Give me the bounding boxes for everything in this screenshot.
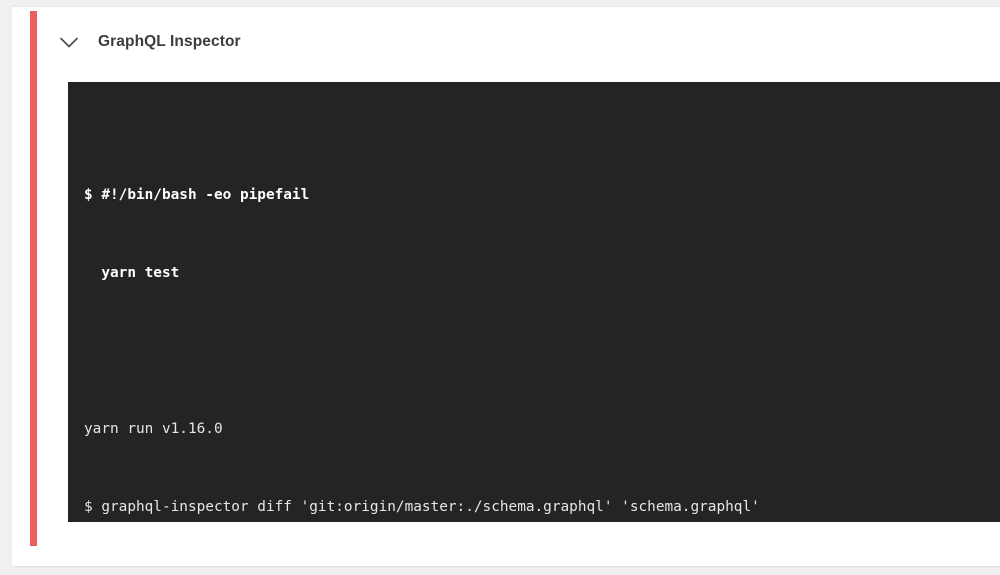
terminal-line: yarn run v1.16.0: [84, 421, 223, 437]
step-header-toggle[interactable]: GraphQL Inspector: [56, 21, 241, 63]
terminal-output[interactable]: $ #!/bin/bash -eo pipefail yarn test yar…: [68, 82, 1000, 522]
terminal-line: yarn test: [84, 265, 180, 281]
terminal-line-blank: [84, 338, 1000, 364]
page-title: GraphQL Inspector: [98, 33, 241, 50]
terminal-line: $ #!/bin/bash -eo pipefail: [84, 187, 310, 203]
step-status-accent-bar: [30, 11, 37, 546]
card-bottom-divider: [12, 566, 1000, 567]
build-step-card: GraphQL Inspector $ #!/bin/bash -eo pipe…: [12, 6, 1000, 566]
chevron-down-icon[interactable]: [56, 29, 82, 55]
terminal-lines: $ #!/bin/bash -eo pipefail yarn test yar…: [84, 104, 1000, 522]
terminal-line: $ graphql-inspector diff 'git:origin/mas…: [84, 499, 760, 515]
